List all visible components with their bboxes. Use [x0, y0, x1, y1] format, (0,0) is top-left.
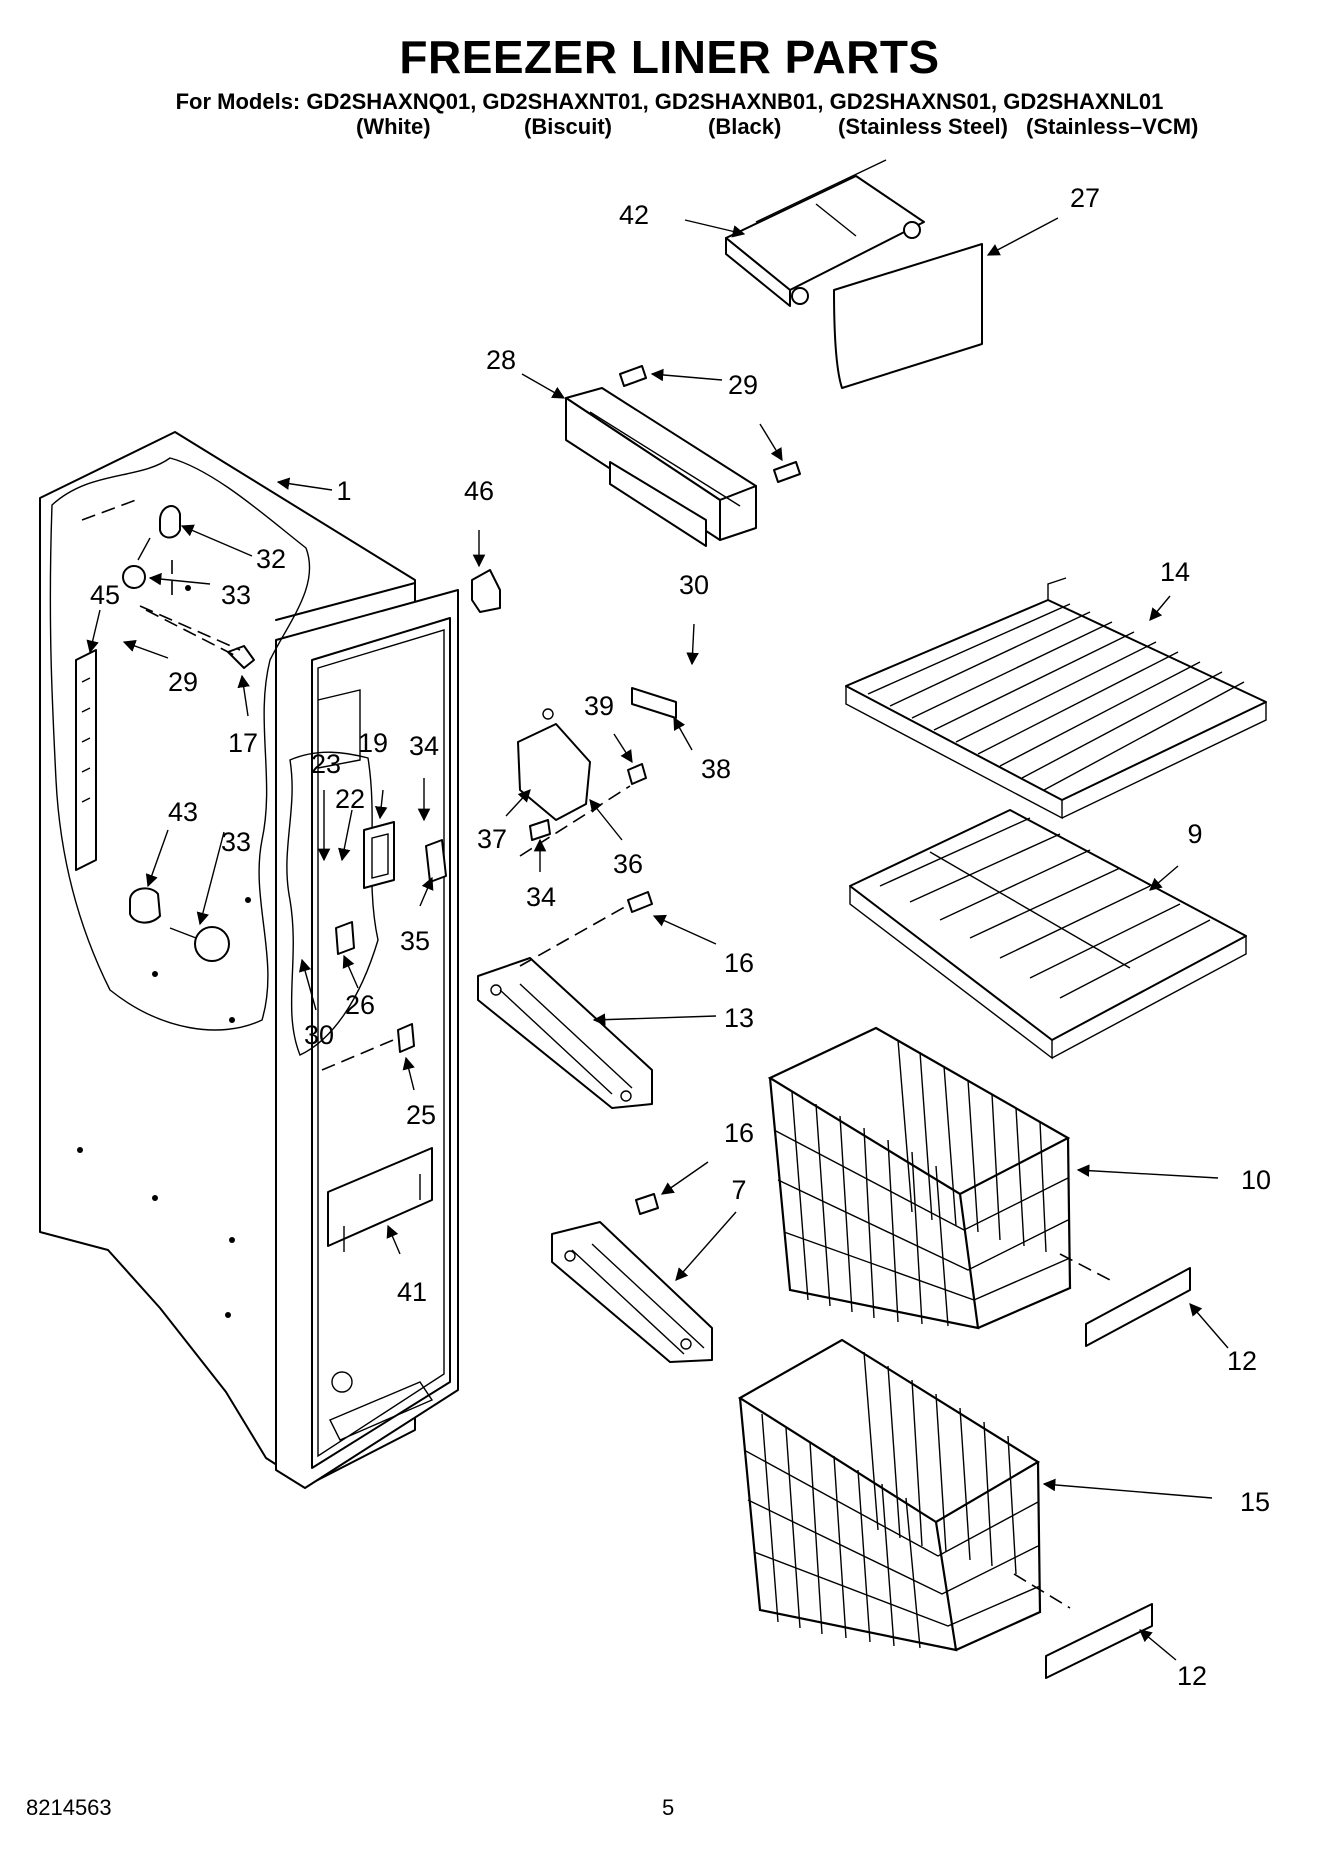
callout-19: 19	[358, 728, 388, 758]
callout-28: 28	[486, 345, 516, 375]
color-stainless-steel: (Stainless Steel)	[838, 114, 1008, 139]
shelf-part-14	[845, 577, 1267, 820]
callout-29c: 29	[168, 667, 198, 697]
rail-part-12-lower	[1045, 1603, 1153, 1679]
part-38	[631, 687, 677, 719]
divider-part-7	[551, 1221, 713, 1363]
callout-34a: 34	[409, 731, 439, 761]
color-white: (White)	[356, 114, 431, 139]
screw-part-29-b	[773, 461, 801, 483]
diagram-title: FREEZER LINER PARTS	[399, 31, 940, 83]
screw-part-34	[529, 819, 551, 841]
shelf-part-9	[849, 809, 1247, 1060]
callout-26: 26	[345, 990, 375, 1020]
callout-1: 1	[336, 476, 351, 506]
rail-part-12	[1085, 1267, 1191, 1347]
part-39	[627, 763, 647, 785]
callout-35: 35	[400, 926, 430, 956]
callout-30a: 30	[679, 570, 709, 600]
callout-45: 45	[90, 580, 120, 610]
callout-22: 22	[335, 784, 365, 814]
callout-7: 7	[731, 1175, 746, 1205]
callout-36: 36	[613, 849, 643, 879]
panel-part-27	[833, 243, 983, 389]
screw-part-29	[619, 365, 647, 387]
part-46	[471, 569, 501, 613]
callout-29a: 29	[728, 370, 758, 400]
screw-part-16-lower	[635, 1193, 659, 1215]
callout-15: 15	[1240, 1487, 1270, 1517]
callout-46: 46	[464, 476, 494, 506]
callout-12b: 12	[1177, 1661, 1207, 1691]
callout-12a: 12	[1227, 1346, 1257, 1376]
callout-9: 9	[1187, 819, 1202, 849]
callout-17: 17	[228, 728, 258, 758]
callout-labels: 42 27 28 29 29 1 46 32 33 45 33 29 17 30…	[90, 183, 1271, 1691]
callout-27: 27	[1070, 183, 1100, 213]
models-line: For Models: GD2SHAXNQ01, GD2SHAXNT01, GD…	[175, 89, 1164, 114]
callout-34b: 34	[526, 882, 556, 912]
callout-33a: 33	[221, 580, 251, 610]
thermostat-part-19	[335, 821, 447, 1053]
color-biscuit: (Biscuit)	[524, 114, 612, 139]
callout-33b: 33	[221, 827, 251, 857]
callout-37: 37	[477, 824, 507, 854]
callout-10: 10	[1241, 1165, 1271, 1195]
screw-part-16	[627, 891, 653, 913]
callout-16a: 16	[724, 948, 754, 978]
light-shield-part-45	[75, 649, 97, 871]
callout-25: 25	[406, 1100, 436, 1130]
callout-16b: 16	[724, 1118, 754, 1148]
callout-39: 39	[584, 691, 614, 721]
callout-43: 43	[168, 797, 198, 827]
freezer-liner-part	[39, 431, 459, 1489]
page-number: 5	[662, 1795, 675, 1820]
document-number: 8214563	[26, 1795, 112, 1820]
bracket-part-28	[565, 387, 757, 547]
callout-14: 14	[1160, 557, 1190, 587]
bracket-part-17	[227, 645, 255, 669]
hinge-cover-part-42	[725, 159, 925, 307]
callout-38: 38	[701, 754, 731, 784]
color-black: (Black)	[708, 114, 782, 139]
callout-32: 32	[256, 544, 286, 574]
callout-13: 13	[724, 1003, 754, 1033]
color-stainless-vcm: (Stainless–VCM)	[1026, 114, 1199, 139]
basket-part-15	[737, 1338, 1042, 1652]
callout-41: 41	[397, 1277, 427, 1307]
callout-30b: 30	[304, 1020, 334, 1050]
callout-23: 23	[311, 749, 341, 779]
cover-part-36	[517, 708, 591, 821]
basket-part-10	[767, 1026, 1072, 1330]
leader-arrows	[86, 217, 1229, 1661]
divider-part-13	[477, 957, 653, 1109]
callout-42: 42	[619, 200, 649, 230]
light-socket-and-bulbs	[122, 505, 230, 962]
